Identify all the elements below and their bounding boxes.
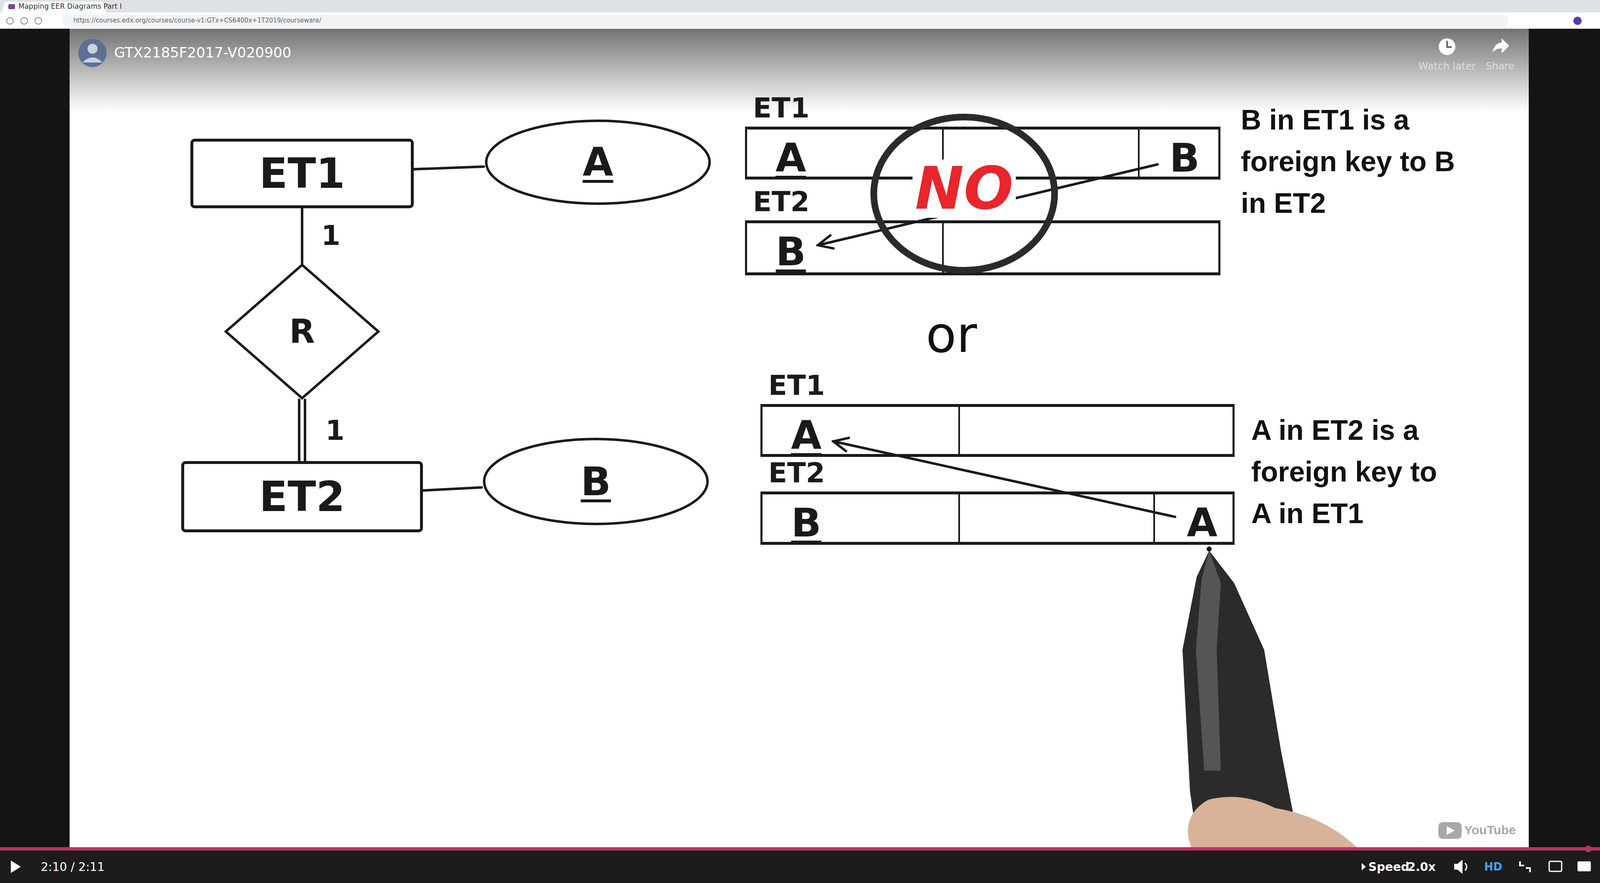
table-name: ET1 xyxy=(752,94,810,123)
nav-button xyxy=(6,17,14,25)
connector xyxy=(422,487,482,491)
tab-strip xyxy=(0,0,1600,13)
node-label: R xyxy=(289,313,315,350)
table-name: ET2 xyxy=(768,459,825,488)
cardinality-label: 1 xyxy=(321,222,341,250)
annotation-note: A in ET2 is a foreign key to A in ET1 xyxy=(1251,409,1443,535)
clock-hands xyxy=(1447,40,1452,48)
connector xyxy=(299,400,305,462)
quality-badge: HD xyxy=(1484,861,1503,874)
volume-waves xyxy=(1465,863,1467,871)
annotation-word: or xyxy=(925,306,978,364)
video-frame xyxy=(69,28,1529,850)
youtube-logo-icon xyxy=(1438,822,1462,840)
attribute-ellipse: A xyxy=(483,118,713,207)
key-cell: A xyxy=(763,132,818,184)
share-icon xyxy=(1492,38,1510,54)
speed-value: 2.0x xyxy=(1407,860,1436,875)
tab-favicon xyxy=(8,4,15,10)
url-field xyxy=(62,14,1509,27)
youtube-play-mark xyxy=(1446,826,1455,836)
ellipse-shape xyxy=(484,439,708,525)
node-label: A xyxy=(790,413,822,458)
player-button-label: Share xyxy=(1485,60,1515,73)
time-display: 2:10 / 2:11 xyxy=(40,860,105,875)
tab-title: Mapping EER Diagrams Part I xyxy=(18,2,122,11)
table-name: ET2 xyxy=(752,188,810,216)
nav-button xyxy=(35,17,42,25)
connector xyxy=(413,166,484,170)
column-divider xyxy=(958,494,960,543)
table-row: ET2BA xyxy=(760,491,1235,545)
volume-icon xyxy=(1454,860,1463,875)
column-divider xyxy=(1137,129,1140,177)
entity-box: ET1 xyxy=(190,138,414,209)
nav-button xyxy=(20,17,28,25)
relationship-diamond: R xyxy=(224,263,380,400)
speed-caret xyxy=(1361,863,1366,871)
transcript-icon xyxy=(1549,861,1562,872)
hand xyxy=(1187,797,1359,850)
rejection-mark: NO xyxy=(912,159,1016,218)
key-cell: A xyxy=(779,410,834,461)
play-button xyxy=(10,860,21,874)
attribute-ellipse: B xyxy=(481,436,710,527)
table-row: ET1A xyxy=(760,404,1235,458)
speed-label: Speed xyxy=(1368,860,1410,875)
control-bar xyxy=(0,849,1600,883)
connector xyxy=(833,441,1175,518)
watermark: YouTube xyxy=(1464,823,1516,838)
node-label: ET1 xyxy=(259,150,345,197)
avatar-head xyxy=(87,43,98,54)
channel-avatar xyxy=(78,38,107,68)
address-bar xyxy=(0,12,1600,29)
node-label: A xyxy=(775,136,807,180)
foreign-key-cell: A xyxy=(1175,497,1230,549)
captions-icon xyxy=(1577,861,1591,872)
circle-shape xyxy=(873,117,1055,271)
progress-knob xyxy=(1585,845,1592,853)
connector xyxy=(300,208,304,264)
url-text: https://courses.edx.org/courses/course-v… xyxy=(73,17,322,25)
rejection-circle: NO xyxy=(867,110,1062,278)
video-title: GTX2185F2017-V020900 xyxy=(114,44,292,61)
key-cell: B xyxy=(763,226,818,278)
node-label: B xyxy=(580,460,611,504)
node-label: ET2 xyxy=(259,474,345,520)
annotation-note: B in ET1 is a foreign key to B in ET2 xyxy=(1240,99,1458,225)
cardinality-label: 1 xyxy=(325,417,345,445)
table-name: ET1 xyxy=(768,372,825,400)
progress-bar xyxy=(0,847,1600,851)
avatar-body xyxy=(82,57,103,63)
node-label: B xyxy=(1169,136,1200,180)
node-label: B xyxy=(775,230,806,274)
player-button-label: Watch later xyxy=(1418,60,1476,73)
foreign-key-cell: B xyxy=(1157,132,1212,184)
node-label: A xyxy=(1186,501,1218,545)
fullscreen-exit-icon xyxy=(1520,861,1530,873)
pen-highlight xyxy=(1195,550,1221,771)
profile-icon xyxy=(1573,16,1582,25)
diamond-shape xyxy=(225,265,379,399)
column-divider xyxy=(958,407,960,455)
node-label: A xyxy=(582,140,614,185)
ellipse-shape xyxy=(486,120,710,204)
pen-tip xyxy=(1206,546,1212,552)
node-label: B xyxy=(791,501,822,545)
key-cell: B xyxy=(779,497,834,549)
watch-later-icon xyxy=(1438,38,1456,55)
page-dark-ground xyxy=(0,28,1600,850)
column-divider xyxy=(1153,494,1155,543)
entity-box: ET2 xyxy=(181,461,423,533)
